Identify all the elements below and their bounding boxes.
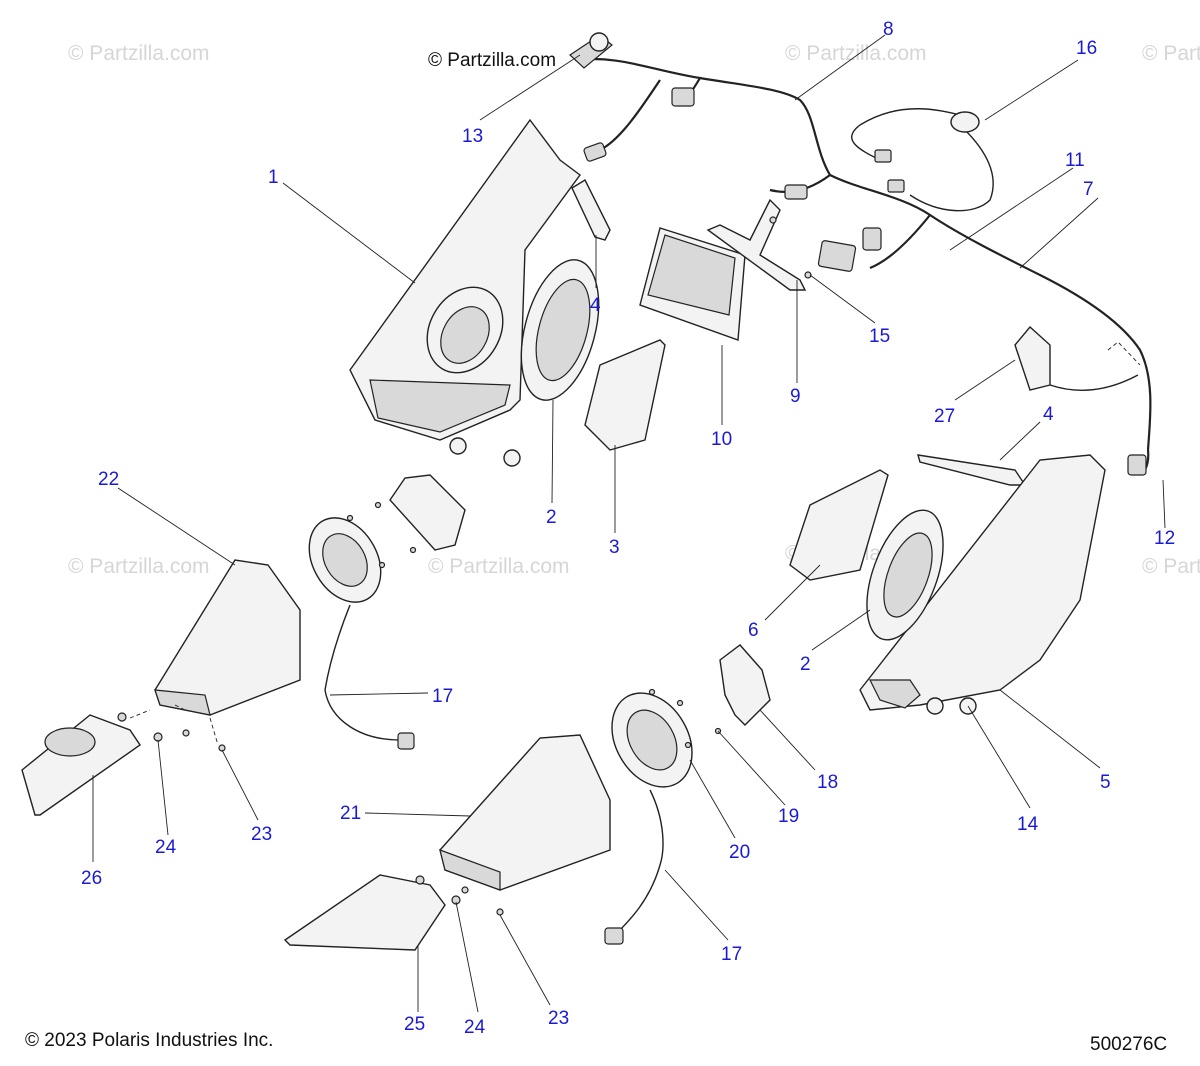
speaker-2b bbox=[866, 509, 944, 641]
callout-5: 5 bbox=[1100, 772, 1111, 793]
callout-20: 20 bbox=[729, 842, 750, 863]
callout-23b: 23 bbox=[548, 1008, 569, 1029]
watermark-7: © Partzilla.com bbox=[1142, 555, 1200, 578]
speaker-22-mount bbox=[308, 517, 382, 603]
callout-7: 7 bbox=[1083, 179, 1094, 200]
display-10 bbox=[639, 227, 746, 341]
callout-25: 25 bbox=[404, 1014, 425, 1035]
callout-23: 23 bbox=[251, 824, 272, 845]
callout-8: 8 bbox=[883, 19, 894, 40]
callout-24b: 24 bbox=[464, 1017, 486, 1038]
callout-1: 1 bbox=[268, 167, 279, 188]
callout-4: 4 bbox=[590, 295, 601, 316]
grille-3 bbox=[584, 339, 666, 451]
callout-3: 3 bbox=[609, 537, 620, 558]
callout-16: 16 bbox=[1076, 38, 1097, 59]
callout-11: 11 bbox=[1065, 150, 1085, 171]
callout-12: 12 bbox=[1154, 528, 1175, 549]
cover-18a bbox=[389, 474, 466, 551]
grille-6 bbox=[789, 469, 889, 581]
leader-lines bbox=[92, 34, 1166, 1013]
speaker-housing-5 bbox=[859, 454, 1106, 715]
watermark-1: © Partzilla.com bbox=[68, 42, 210, 65]
drawing-number: 500276C bbox=[1090, 1034, 1167, 1055]
speaker-housing-22 bbox=[154, 559, 301, 716]
wire-harness bbox=[569, 32, 1152, 476]
callout-21: 21 bbox=[340, 803, 361, 824]
cover-18b bbox=[719, 644, 771, 726]
callout-18: 18 bbox=[817, 772, 838, 793]
callout-labels: 1 2 3 4 5 6 7 8 9 10 11 12 13 14 15 16 1… bbox=[81, 19, 1175, 1038]
callout-24: 24 bbox=[155, 837, 177, 858]
speaker-housing-21 bbox=[439, 734, 611, 891]
callout-27: 27 bbox=[934, 406, 955, 427]
callout-26: 26 bbox=[81, 868, 102, 889]
bracket-9 bbox=[706, 198, 807, 291]
partzilla-credit: © Partzilla.com bbox=[428, 50, 556, 71]
tweeter-pod-26 bbox=[21, 714, 141, 816]
watermark-5: © Partzilla.com bbox=[428, 555, 570, 578]
callout-2b: 2 bbox=[800, 654, 811, 675]
copyright: © 2023 Polaris Industries Inc. bbox=[25, 1030, 273, 1051]
callout-14: 14 bbox=[1017, 814, 1039, 835]
callout-19: 19 bbox=[778, 806, 799, 827]
callout-17b: 17 bbox=[721, 944, 742, 965]
speaker-20 bbox=[611, 692, 693, 788]
speaker-housing-1 bbox=[349, 118, 581, 467]
watermark-2: © Partzilla.com bbox=[785, 42, 927, 65]
speaker-2a bbox=[520, 259, 600, 401]
callout-2: 2 bbox=[546, 507, 557, 528]
callout-15: 15 bbox=[869, 326, 890, 347]
callout-4b: 4 bbox=[1043, 404, 1054, 425]
watermark-4: © Partzilla.com bbox=[68, 555, 210, 578]
callout-10: 10 bbox=[711, 429, 732, 450]
callout-9: 9 bbox=[790, 386, 801, 407]
panel-25 bbox=[283, 874, 446, 951]
callout-17: 17 bbox=[432, 686, 453, 707]
cover-27 bbox=[1014, 325, 1051, 391]
callout-22: 22 bbox=[98, 469, 119, 490]
bracket-4a bbox=[571, 179, 611, 241]
hardware bbox=[117, 216, 812, 916]
callout-6: 6 bbox=[748, 620, 759, 641]
callout-13: 13 bbox=[462, 126, 483, 147]
bracket-4b bbox=[917, 454, 1027, 486]
watermark-3: © Partzilla.com bbox=[1142, 42, 1200, 65]
antenna bbox=[950, 111, 980, 133]
